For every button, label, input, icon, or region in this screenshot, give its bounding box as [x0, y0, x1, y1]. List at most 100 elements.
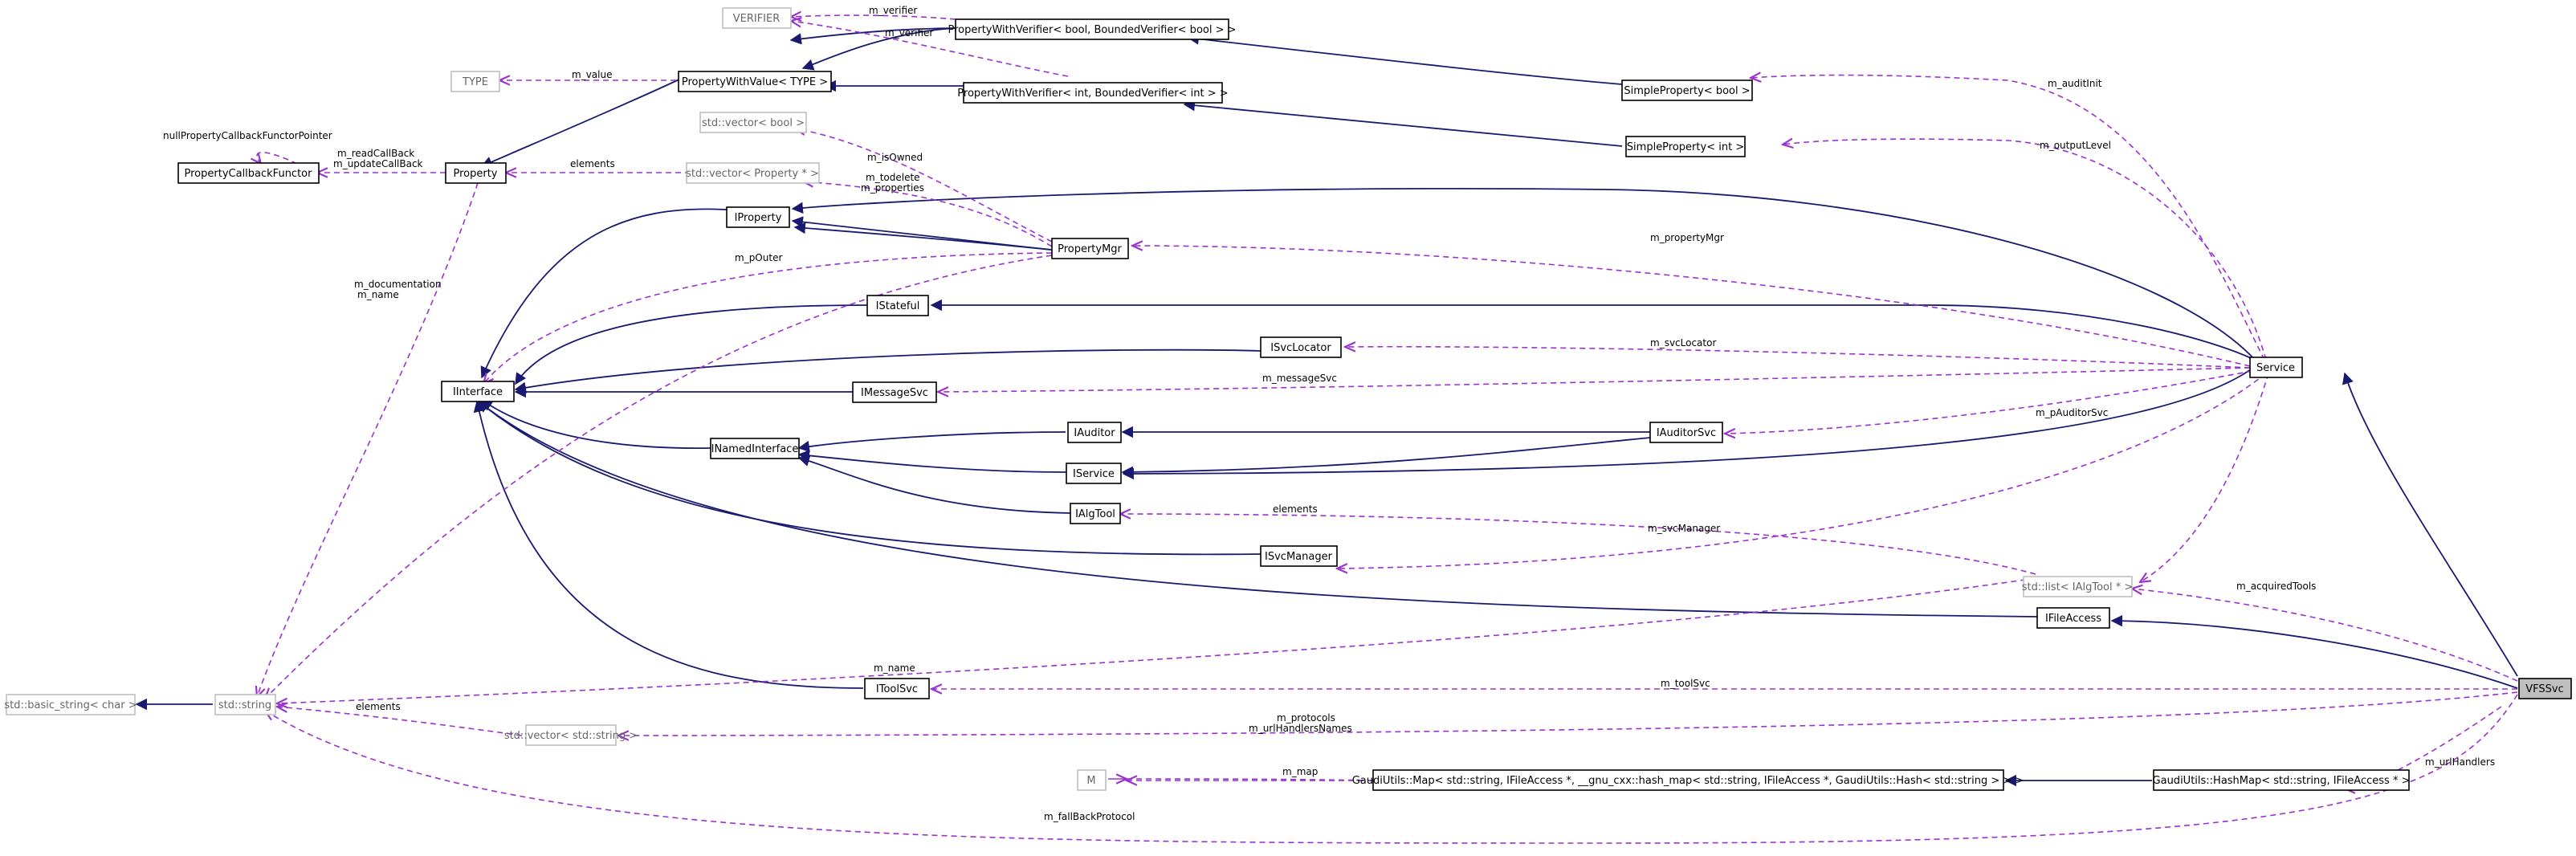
edge-label-m-pouter: m_pOuter [735, 252, 782, 263]
node-propertymgr[interactable]: PropertyMgr [1051, 238, 1129, 259]
node-ifileaccess[interactable]: IFileAccess [2036, 607, 2110, 629]
svg-text:IInterface: IInterface [453, 386, 503, 398]
svg-text:IService: IService [1073, 468, 1115, 480]
svg-text:IAuditor: IAuditor [1074, 427, 1115, 439]
node-vector-bool[interactable]: std::vector< bool > [699, 112, 807, 133]
edge-label-m-verifier-2: m_verifier [885, 27, 933, 39]
node-itoolsvc[interactable]: IToolSvc [864, 678, 930, 699]
edge-label-elements-property: elements [570, 158, 615, 169]
svg-text:PropertyWithValue< TYPE >: PropertyWithValue< TYPE > [682, 76, 828, 88]
svg-text:Property: Property [453, 168, 497, 180]
node-imessagesvc[interactable]: IMessageSvc [852, 381, 937, 403]
edge-label-m-verifier-1: m_verifier [869, 5, 917, 16]
edge-label-m-map: m_map [1282, 766, 1318, 777]
node-isvcmanager[interactable]: ISvcManager [1260, 545, 1338, 567]
node-propertywithverifier-bool[interactable]: PropertyWithVerifier< bool, BoundedVerif… [948, 18, 1237, 40]
node-istateful[interactable]: IStateful [866, 295, 929, 316]
node-inamedinterface[interactable]: INamedInterface [710, 438, 800, 459]
node-verifier[interactable]: VERIFIER [722, 7, 792, 29]
svg-text:VERIFIER: VERIFIER [733, 13, 781, 25]
inheritance-edges [135, 27, 2518, 787]
edge-label-m-acquiredtools: m_acquiredTools [2236, 581, 2316, 592]
edge-label-elements-tool: elements [1273, 503, 1318, 515]
node-propertywithverifier-int[interactable]: PropertyWithVerifier< int, BoundedVerifi… [957, 82, 1229, 104]
node-ialgtool[interactable]: IAlgTool [1070, 503, 1121, 524]
svg-text:GaudiUtils::HashMap< std::stri: GaudiUtils::HashMap< std::string, IFileA… [2153, 775, 2411, 787]
node-isvclocator[interactable]: ISvcLocator [1260, 336, 1342, 358]
edge-label-m-messagesvc: m_messageSvc [1262, 373, 1337, 384]
node-std-string[interactable]: std::string [214, 694, 276, 715]
node-propertywithvalue[interactable]: PropertyWithValue< TYPE > [678, 71, 832, 92]
svg-text:PropertyWithVerifier< int, Bou: PropertyWithVerifier< int, BoundedVerifi… [957, 88, 1228, 100]
svg-text:std::basic_string< char >: std::basic_string< char > [4, 699, 137, 711]
edge-label-m-value: m_value [572, 69, 612, 80]
svg-text:PropertyMgr: PropertyMgr [1058, 243, 1122, 255]
edge-label-m-protocols: m_protocols [1277, 712, 1335, 724]
node-vector-property[interactable]: std::vector< Property * > [686, 162, 820, 184]
edge-label-m-urlhandlers: m_urlHandlers [2425, 756, 2495, 768]
node-service[interactable]: Service [2249, 357, 2303, 378]
edge-label-null-callback: nullPropertyCallbackFunctorPointer [163, 130, 332, 141]
svg-text:std::vector< std::string >: std::vector< std::string > [504, 730, 638, 742]
node-basic-string[interactable]: std::basic_string< char > [4, 694, 137, 715]
svg-text:IFileAccess: IFileAccess [2045, 613, 2101, 625]
edge-label-m-isowned: m_isOwned [867, 152, 923, 163]
node-property[interactable]: Property [445, 162, 507, 184]
edge-label-m-fallbackprotocol: m_fallBackProtocol [1044, 811, 1135, 822]
svg-text:VFSSvc: VFSSvc [2525, 683, 2564, 695]
node-m-template[interactable]: M [1077, 769, 1107, 791]
node-list-algtool[interactable]: std::list< IAlgTool * > [2022, 576, 2134, 597]
edge-label-m-outputlevel: m_outputLevel [2040, 140, 2111, 151]
svg-text:IAlgTool: IAlgTool [1075, 508, 1115, 520]
node-simpleproperty-bool[interactable]: SimpleProperty< bool > [1621, 79, 1753, 101]
svg-text:INamedInterface: INamedInterface [711, 443, 799, 455]
edge-label-m-name-svc: m_name [874, 662, 915, 674]
node-gaudiutils-hashmap[interactable]: GaudiUtils::HashMap< std::string, IFileA… [2153, 769, 2411, 791]
edge-label-m-readcallback: m_readCallBack [337, 148, 414, 159]
node-iservice[interactable]: IService [1066, 463, 1122, 484]
node-iauditorsvc[interactable]: IAuditorSvc [1649, 422, 1723, 443]
node-propertycallbackfunctor[interactable]: PropertyCallbackFunctor [177, 162, 320, 184]
svg-text:IProperty: IProperty [735, 212, 782, 224]
node-iproperty[interactable]: IProperty [726, 206, 790, 228]
svg-text:ISvcManager: ISvcManager [1265, 551, 1333, 563]
edge-label-m-svclocator: m_svcLocator [1650, 337, 1716, 349]
svg-text:ISvcLocator: ISvcLocator [1270, 342, 1331, 354]
node-iinterface[interactable]: IInterface [441, 381, 515, 402]
svg-text:std::vector< Property * >: std::vector< Property * > [686, 168, 819, 180]
edge-label-m-properties: m_properties [861, 182, 924, 194]
edge-label-m-auditinit: m_auditInit [2048, 78, 2102, 89]
edge-label-m-svcmanager: m_svcManager [1648, 523, 1720, 534]
svg-text:std::vector< bool >: std::vector< bool > [702, 117, 805, 129]
edge-label-m-toolsvc: m_toolSvc [1661, 678, 1710, 689]
node-vfssvc[interactable]: VFSSvc [2518, 678, 2572, 699]
edge-label-m-urlhandlersnames: m_urlHandlersNames [1249, 723, 1352, 734]
svg-text:IStateful: IStateful [876, 300, 920, 312]
svg-text:IAuditorSvc: IAuditorSvc [1657, 427, 1716, 439]
edge-label-m-updatecallback: m_updateCallBack [333, 158, 423, 169]
node-vector-string[interactable]: std::vector< std::string > [504, 724, 638, 746]
node-type[interactable]: TYPE [450, 71, 500, 92]
edge-label-m-name-property: m_name [357, 289, 399, 300]
svg-text:PropertyWithVerifier< bool, Bo: PropertyWithVerifier< bool, BoundedVerif… [948, 24, 1236, 36]
nodes: VERIFIER PropertyWithVerifier< bool, Bou… [4, 7, 2572, 791]
edge-labels: m_verifier m_verifier m_value m_auditIni… [163, 5, 2495, 822]
usage-edges [257, 15, 2518, 844]
node-simpleproperty-int[interactable]: SimpleProperty< int > [1625, 136, 1746, 157]
svg-text:SimpleProperty< int >: SimpleProperty< int > [1627, 141, 1744, 153]
svg-text:PropertyCallbackFunctor: PropertyCallbackFunctor [185, 168, 313, 180]
svg-text:IMessageSvc: IMessageSvc [861, 387, 928, 399]
svg-text:std::list< IAlgTool * >: std::list< IAlgTool * > [2022, 581, 2134, 593]
svg-text:IToolSvc: IToolSvc [876, 683, 918, 695]
edge-label-m-propertymgr: m_propertyMgr [1650, 232, 1724, 243]
edge-label-elements-string: elements [356, 701, 401, 712]
svg-text:M: M [1086, 775, 1095, 787]
edge-label-m-todelete: m_todelete [866, 172, 920, 183]
node-iauditor[interactable]: IAuditor [1067, 422, 1122, 443]
edge-label-m-pauditorsvc: m_pAuditorSvc [2036, 407, 2108, 418]
edge-label-m-documentation: m_documentation [354, 279, 442, 290]
svg-text:TYPE: TYPE [462, 76, 488, 88]
svg-text:std::string: std::string [218, 699, 271, 711]
node-gaudiutils-map[interactable]: GaudiUtils::Map< std::string, IFileAcces… [1352, 769, 2024, 791]
